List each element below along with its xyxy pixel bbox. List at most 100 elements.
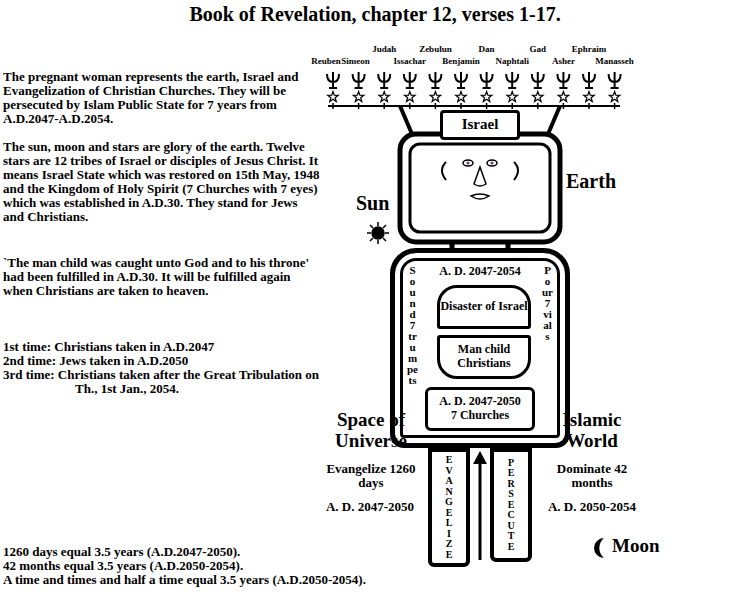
date-label: A. D. 2047-2050 bbox=[314, 500, 426, 514]
moon-label: Moon bbox=[612, 536, 660, 557]
tribe-star bbox=[353, 92, 363, 102]
crown-tick bbox=[383, 103, 385, 109]
node-text: Pour 7 vials bbox=[542, 265, 553, 342]
crown-lamp bbox=[404, 72, 416, 88]
tribe-star bbox=[430, 92, 440, 102]
node-text: 7 Churches bbox=[451, 409, 509, 423]
arrow-head bbox=[473, 451, 487, 464]
tribe-star bbox=[507, 92, 517, 102]
tribe-star bbox=[379, 92, 389, 102]
note-text: A time and times and half a time equal 3… bbox=[3, 573, 563, 587]
tribe-name: Naphtali bbox=[495, 57, 529, 67]
note-text: The sun, moon and stars are glory of the… bbox=[3, 140, 321, 224]
crown-tick bbox=[409, 103, 411, 109]
node-text: A. D. 2047-2054 bbox=[395, 265, 565, 279]
eye bbox=[487, 160, 497, 166]
leg-box: PERSECUTE bbox=[490, 448, 532, 562]
node-text: PERSECUTE bbox=[506, 458, 516, 553]
pupil bbox=[466, 161, 469, 164]
head bbox=[400, 134, 560, 250]
tribe-star bbox=[481, 92, 491, 102]
period-label: Dominate 42 months bbox=[537, 462, 647, 491]
crown-lamp bbox=[609, 72, 621, 88]
tribe-star bbox=[456, 92, 466, 102]
torso-body: A. D. 2047-2054Sound 7 trumpets Pour 7 vi… bbox=[390, 248, 570, 448]
tribe-star bbox=[609, 92, 619, 102]
banner-box: Israel bbox=[440, 110, 520, 140]
crown-tick bbox=[588, 103, 590, 109]
crown-tick bbox=[563, 103, 565, 109]
sun-symbol bbox=[367, 222, 389, 244]
crown-lamp bbox=[506, 72, 518, 88]
crown-base bbox=[328, 105, 620, 107]
crown-lamp bbox=[327, 72, 339, 88]
crown-tick bbox=[537, 103, 539, 109]
crown-lamp bbox=[532, 72, 544, 88]
crown-tick bbox=[358, 103, 360, 109]
moon-symbol bbox=[594, 538, 604, 558]
tribe-name: Zebulun bbox=[419, 45, 452, 55]
tribe-name: Benjamin bbox=[442, 57, 480, 67]
diagram-title: Book of Revelation, chapter 12, verses 1… bbox=[0, 3, 750, 26]
womb-box: Disaster of Israel bbox=[437, 285, 531, 329]
tribe-name: Asher bbox=[552, 57, 575, 67]
note-text: `The man child was caught unto God and t… bbox=[3, 256, 321, 298]
sun-disc bbox=[372, 227, 384, 239]
node-text: Sound 7 trumpets bbox=[407, 265, 418, 386]
tribe-name: Gad bbox=[530, 45, 547, 55]
crown-lamp bbox=[481, 72, 493, 88]
note-text: 2nd time: Jews taken in A.D.2050 bbox=[3, 354, 321, 368]
ear bbox=[442, 162, 446, 180]
crown-tick bbox=[332, 103, 334, 109]
crown-lamp bbox=[583, 72, 595, 88]
note-text: The pregnant woman represents the earth,… bbox=[3, 70, 321, 126]
node-text: Disaster of Israel bbox=[440, 300, 527, 314]
date-label: A. D. 2050-2054 bbox=[535, 500, 649, 514]
node-text: Man child Christians bbox=[440, 343, 528, 371]
sun-rays bbox=[367, 222, 389, 244]
crown-tick bbox=[511, 103, 513, 109]
ear bbox=[514, 162, 518, 180]
tribe-star bbox=[558, 92, 568, 102]
node-text: A. D. 2047-2050 bbox=[439, 395, 520, 409]
tribe-name: Judah bbox=[372, 45, 396, 55]
note-text: 42 months equal 3.5 years (A.D.2050-2054… bbox=[3, 559, 403, 573]
region-label: Space of Universe bbox=[318, 410, 424, 452]
tribe-name: Dan bbox=[479, 45, 495, 55]
note-text: 1st time: Christians taken in A.D.2047 bbox=[3, 340, 321, 354]
eye bbox=[463, 160, 473, 166]
region-label: Islamic World bbox=[537, 410, 647, 452]
tribe-star bbox=[405, 92, 415, 102]
earth-label: Earth bbox=[566, 170, 616, 192]
note-text: 1260 days equal 3.5 years (A.D.2047-2050… bbox=[3, 545, 403, 559]
child-box: Man child Christians bbox=[437, 335, 531, 379]
crown-tick bbox=[435, 103, 437, 109]
crown-side bbox=[548, 106, 560, 134]
tribe-name: Simeon bbox=[341, 57, 370, 67]
up-arrow bbox=[473, 451, 487, 560]
node-text: Israel bbox=[462, 116, 499, 133]
note-text: 3rd time: Christians taken after the Gre… bbox=[3, 368, 325, 396]
tribe-star bbox=[328, 92, 338, 102]
tribe-star bbox=[533, 92, 543, 102]
crown-lamp bbox=[557, 72, 569, 88]
crown bbox=[327, 72, 621, 134]
tribe-name: Ephraim bbox=[572, 45, 607, 55]
tribe-name: Manasseh bbox=[595, 57, 634, 67]
crown-lamp bbox=[429, 72, 441, 88]
waist-box: A. D. 2047-20507 Churches bbox=[425, 387, 535, 431]
period-label: Evangelize 1260 days bbox=[318, 462, 424, 491]
arrow-shaft bbox=[479, 458, 482, 560]
mouth bbox=[471, 194, 489, 199]
crown-tick bbox=[614, 103, 616, 109]
tribe-star bbox=[584, 92, 594, 102]
tribe-name: Reuben bbox=[311, 57, 341, 67]
crown-tick bbox=[460, 103, 462, 109]
crown-tick bbox=[486, 103, 488, 109]
tribe-name: Issachar bbox=[394, 57, 427, 67]
pupil bbox=[490, 161, 493, 164]
head-outline bbox=[400, 134, 560, 242]
leg-box: EVANGELIZE bbox=[428, 448, 470, 567]
sun-label: Sun bbox=[356, 192, 389, 214]
